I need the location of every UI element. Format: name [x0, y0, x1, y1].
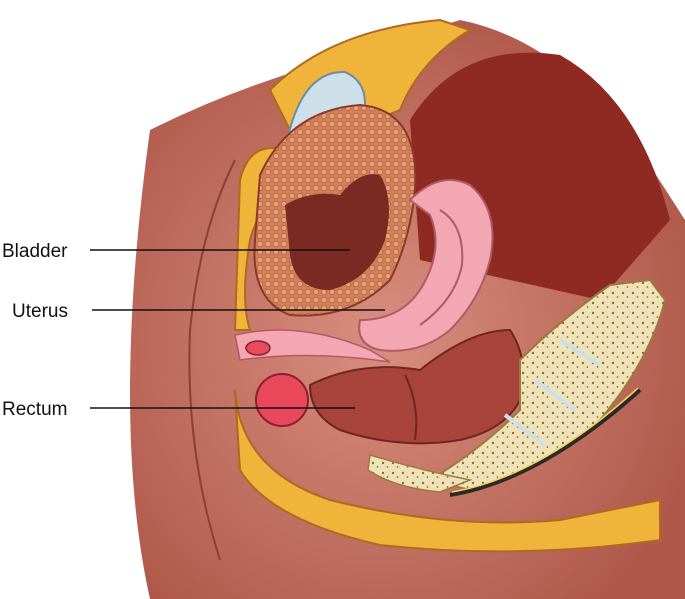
coccyx: [367, 454, 473, 493]
perineal-fat: [234, 389, 661, 553]
urethra-opening: [245, 340, 271, 356]
vaginal-canal: [234, 329, 391, 363]
skin-fold: [188, 159, 236, 561]
anal-opening: [255, 373, 309, 427]
uterus-body: [358, 179, 494, 352]
rectum-fold: [404, 374, 418, 441]
uterus-cavity-line: [419, 209, 464, 326]
vertebra-divider-2: [533, 378, 577, 412]
rectum-label: Rectum: [2, 399, 67, 420]
spinal-canal: [449, 388, 642, 497]
bladder-label: Bladder: [2, 241, 68, 262]
spinal-canal-inner: [451, 387, 639, 493]
uterus-label: Uterus: [12, 301, 68, 322]
vertebra-divider-1: [558, 338, 602, 367]
vertebra-divider-3: [503, 413, 547, 447]
bladder-lumen: [285, 174, 389, 290]
